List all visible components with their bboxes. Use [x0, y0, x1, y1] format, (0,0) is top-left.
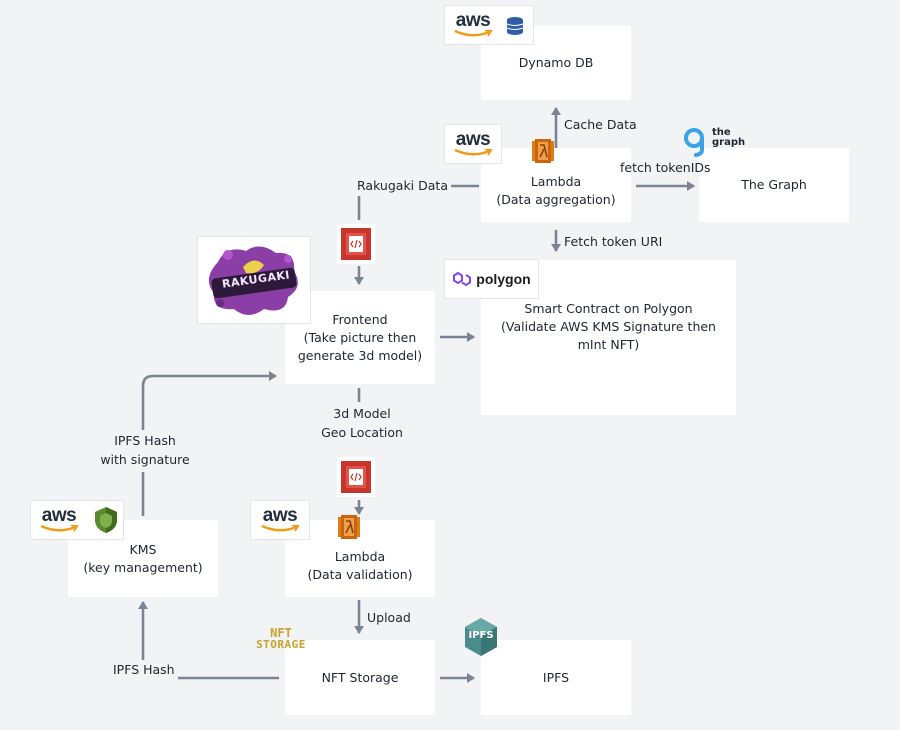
- kms-shield-icon: [95, 507, 117, 533]
- node-sublabel: (Take picture then: [303, 329, 417, 345]
- node-sublabel: (Data aggregation): [496, 192, 616, 207]
- aws-logo: aws: [453, 129, 493, 157]
- node-sublabel: (key management): [83, 559, 203, 575]
- polygon-wordmark: polygon: [476, 271, 531, 287]
- aws-dynamodb-badge: aws: [445, 6, 533, 44]
- edge-label-upload: Upload: [364, 608, 414, 627]
- the-graph-word-graph: graph: [712, 137, 746, 148]
- polygon-badge: polygon: [445, 260, 538, 298]
- aws-kms-badge: aws: [31, 501, 123, 539]
- node-lambda-validation: Lambda (Data validation): [285, 520, 435, 597]
- aws-logo: aws: [39, 505, 79, 533]
- node-sublabel: generate 3d model): [297, 347, 423, 363]
- node-ipfs: IPFS: [481, 640, 631, 715]
- node-label: KMS: [129, 541, 157, 557]
- edge-label-fetch-token-uri: Fetch token URI: [561, 232, 666, 251]
- node-label: NFT Storage: [321, 669, 399, 685]
- ipfs-cube-icon: [465, 618, 497, 656]
- edge-ipfs-hash: [143, 602, 279, 680]
- aws-wordmark: aws: [455, 129, 491, 150]
- aws-smile-icon: [454, 149, 493, 156]
- lambda-icon: [338, 515, 360, 539]
- the-graph-logo: the graph: [682, 128, 748, 160]
- aws-logo: aws: [260, 505, 300, 533]
- node-sublabel: (Validate AWS KMS Signature then: [501, 318, 716, 334]
- node-sublabel: mInt NFT): [577, 336, 640, 352]
- rakugaki-logo: RAKUGAKI: [198, 237, 310, 323]
- edge-label-fetch-token-ids: fetch tokenIDs: [620, 160, 711, 175]
- node-kms: KMS (key management): [68, 520, 218, 597]
- node-label: IPFS: [542, 669, 570, 685]
- ipfs-logo: IPFS: [463, 617, 499, 657]
- nft-storage-word-nft: NFT: [270, 626, 292, 640]
- node-lambda-aggregation: Lambda (Data aggregation): [481, 148, 631, 222]
- aws-wordmark: aws: [41, 505, 77, 526]
- aws-badge-aggregation: aws: [445, 125, 501, 163]
- rakugaki-splash-icon: [208, 246, 298, 315]
- nft-storage-word-storage: STORAGE: [256, 638, 306, 651]
- edge-ipfs-hash-signature: [141, 376, 276, 516]
- aws-wordmark: aws: [455, 10, 491, 31]
- node-nft-storage: NFT Storage: [285, 640, 435, 715]
- the-graph-word-the: the: [712, 127, 731, 138]
- aws-badge-validation: aws: [251, 501, 309, 539]
- ipfs-wordmark: IPFS: [468, 630, 494, 641]
- api-gateway-icon: [337, 224, 375, 264]
- node-sublabel: (Data validation): [307, 566, 413, 582]
- node-frontend: Frontend (Take picture then generate 3d …: [285, 291, 435, 384]
- node-the-graph: The Graph: [699, 148, 849, 222]
- dynamodb-icon: [503, 14, 527, 38]
- polygon-icon: [453, 272, 472, 286]
- node-label: Lambda: [334, 548, 386, 564]
- the-graph-icon: [684, 128, 704, 157]
- nft-storage-logo: NFT STORAGE: [249, 627, 313, 657]
- api-gateway-icon: [337, 457, 375, 497]
- edge-label-rakugaki-data: Rakugaki Data: [354, 176, 451, 195]
- edge-label-line: Geo Location: [321, 425, 403, 440]
- edge-label-ipfs-hash-signature: IPFS Hash with signature: [86, 431, 204, 469]
- node-label: Dynamo DB: [518, 55, 594, 70]
- edge-label-line: with signature: [100, 452, 190, 467]
- edge-label-ipfs-hash: IPFS Hash: [110, 660, 178, 679]
- edge-label-line: 3d Model: [333, 406, 391, 421]
- aws-logo: aws: [453, 10, 493, 38]
- aws-smile-icon: [40, 525, 79, 532]
- node-label: The Graph: [741, 177, 807, 192]
- edge-label-3d-model: 3d Model Geo Location: [300, 404, 424, 442]
- node-label: Smart Contract on Polygon: [524, 300, 693, 316]
- aws-smile-icon: [454, 30, 493, 37]
- node-label: Frontend: [332, 311, 388, 327]
- lambda-icon: [532, 139, 554, 163]
- edge-label-line: IPFS Hash: [114, 433, 176, 448]
- aws-wordmark: aws: [262, 505, 298, 526]
- edge-label-cache-data: Cache Data: [561, 115, 640, 134]
- aws-smile-icon: [261, 525, 300, 532]
- node-label: Lambda: [530, 174, 582, 189]
